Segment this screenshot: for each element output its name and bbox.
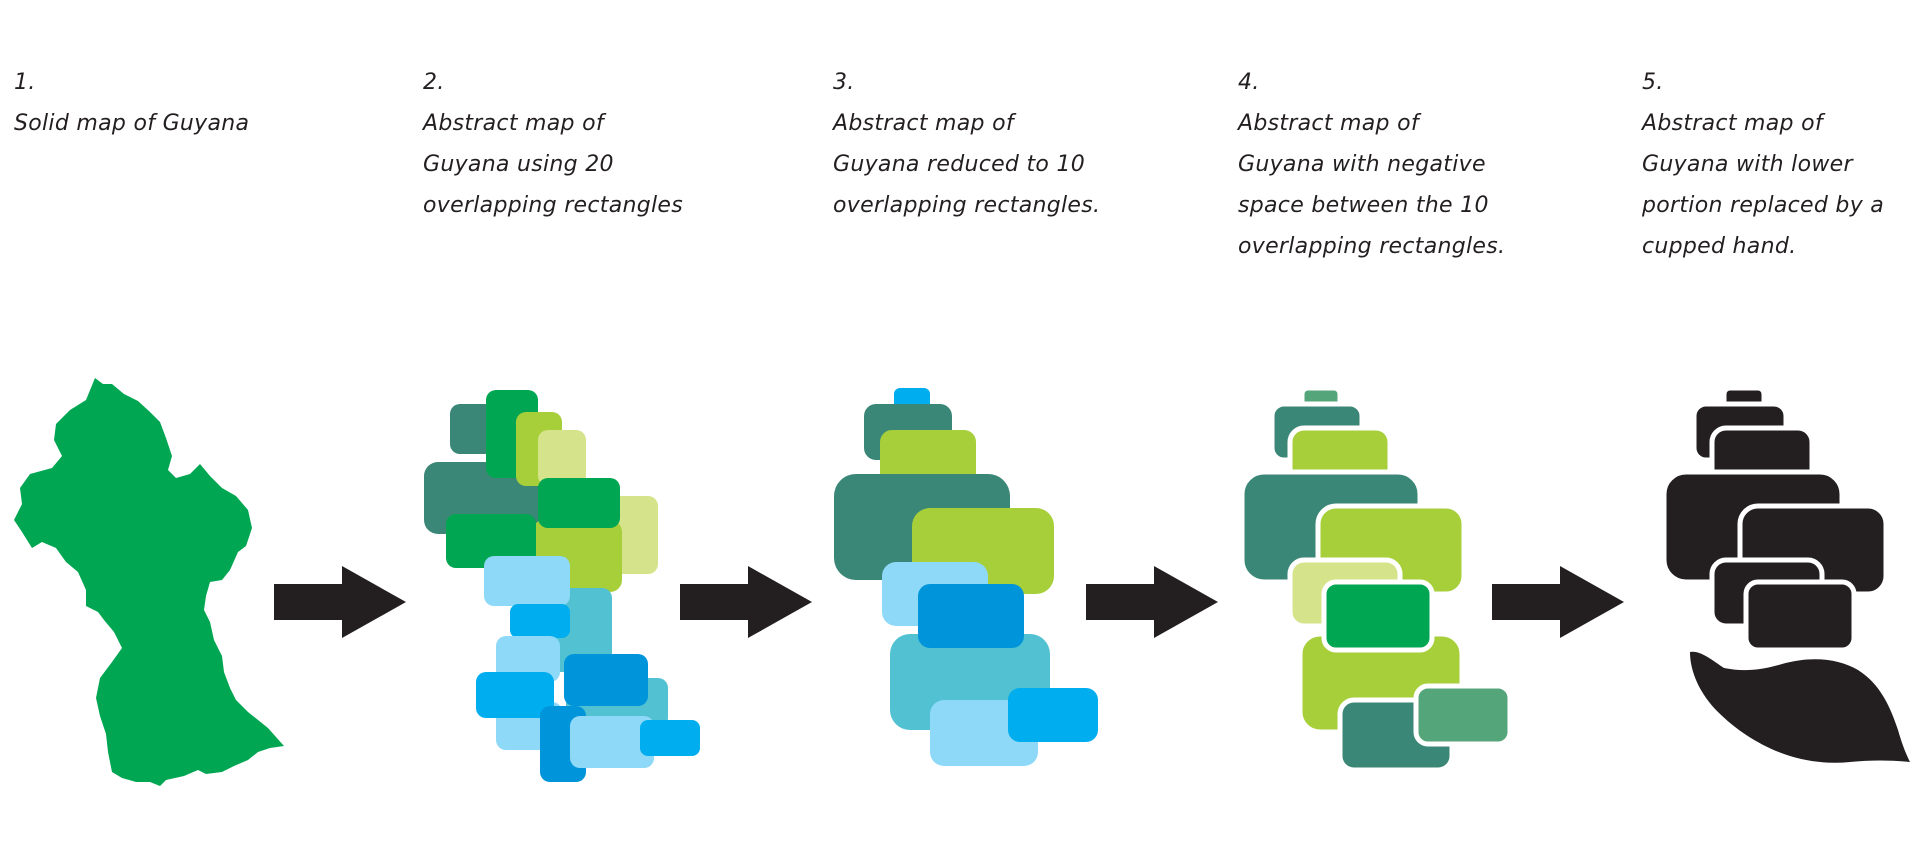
abstract-map-10-rectangles [834,388,1098,766]
step-number: 2. [423,70,445,95]
step-line: Abstract map of [833,111,1014,136]
rectangle [1321,579,1435,653]
step-number: 4. [1238,70,1260,95]
right-arrow-icon [274,566,406,638]
rectangle [1008,688,1098,742]
guyana-map-icon [14,378,284,786]
step-line: space between the 10 [1238,193,1489,218]
step-number: 3. [833,70,855,95]
rectangle [538,478,620,528]
rectangle [1413,683,1513,747]
step-line: Guyana with lower [1642,152,1853,177]
right-arrow-icon [1086,566,1218,638]
step-2-caption: 2. Abstract map of Guyana using 20 overl… [423,62,683,226]
step-line: Abstract map of [423,111,604,136]
rectangle [510,604,570,638]
step-line: Solid map of Guyana [14,111,250,136]
step-line: Guyana reduced to 10 [833,152,1086,177]
right-arrow-icon [1492,566,1624,638]
rectangle [538,430,586,486]
step-line: Abstract map of [1238,111,1419,136]
step-line: portion replaced by a [1642,193,1885,218]
abstract-map-negative-space [1239,385,1513,773]
rectangle [880,430,976,488]
step-line: Abstract map of [1642,111,1823,136]
rectangle [918,584,1024,648]
step-line: Guyana using 20 [423,152,614,177]
rectangle [496,636,560,682]
rectangle [1743,579,1857,653]
rectangle [640,720,700,756]
step-line: overlapping rectangles. [1238,234,1506,259]
step-number: 1. [14,70,36,95]
rectangle [570,716,654,768]
rectangle [446,514,536,568]
rectangle [476,672,554,718]
rectangle [564,654,648,706]
step-4-caption: 4. Abstract map of Guyana with negative … [1238,62,1505,267]
right-arrow-icon [680,566,812,638]
step-1-caption: 1. Solid map of Guyana [14,62,249,144]
step-line: overlapping rectangles [423,193,683,218]
step-line: cupped hand. [1642,234,1797,259]
step-5-caption: 5. Abstract map of Guyana with lower por… [1642,62,1884,267]
abstract-map-hand [1661,385,1889,653]
cupped-hand-icon [1690,651,1910,763]
step-line: Guyana with negative [1238,152,1486,177]
step-number: 5. [1642,70,1664,95]
step-line: overlapping rectangles. [833,193,1101,218]
step-3-caption: 3. Abstract map of Guyana reduced to 10 … [833,62,1100,226]
rectangle [484,556,570,606]
abstract-map-20-rectangles [424,390,700,782]
